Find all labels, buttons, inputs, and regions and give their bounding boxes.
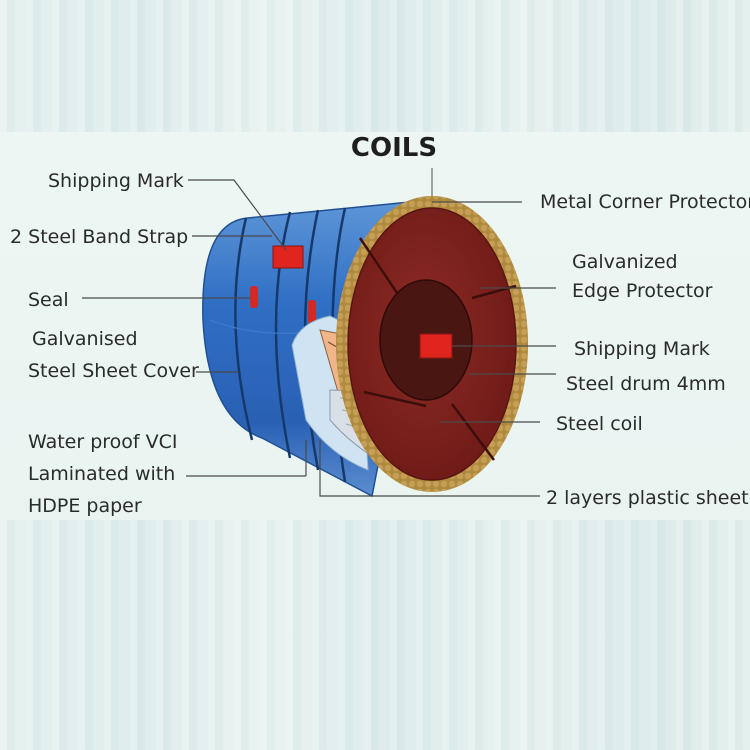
label-plastic-sheet: 2 layers plastic sheet [546, 487, 749, 509]
seal-mark-1 [250, 286, 258, 308]
label-galvanised-line1: Galvanised [32, 328, 138, 350]
label-metal-corner-protector: Metal Corner Protector [540, 191, 750, 213]
shipping-mark-body [272, 245, 304, 269]
coil-end-face [336, 196, 528, 492]
seal-mark-2 [308, 300, 316, 324]
shipping-mark-face [419, 333, 453, 359]
label-shipping-mark-left: Shipping Mark [48, 170, 184, 192]
label-waterproof-line1: Water proof VCI [28, 431, 178, 453]
leader-lines [82, 179, 556, 497]
label-galvanised-line2: Steel Sheet Cover [28, 360, 199, 382]
label-galvanized-edge-line1: Galvanized [572, 251, 678, 273]
label-galvanized-edge-line2: Edge Protector [572, 280, 713, 302]
diagram-title: COILS [351, 133, 437, 163]
label-shipping-mark-right: Shipping Mark [574, 338, 710, 360]
label-waterproof-line3: HDPE paper [28, 495, 142, 517]
label-seal: Seal [28, 289, 69, 311]
label-steel-drum: Steel drum 4mm [566, 373, 726, 395]
label-steel-band-strap: 2 Steel Band Strap [10, 226, 188, 248]
label-waterproof-line2: Laminated with [28, 463, 175, 485]
label-steel-coil: Steel coil [556, 413, 643, 435]
